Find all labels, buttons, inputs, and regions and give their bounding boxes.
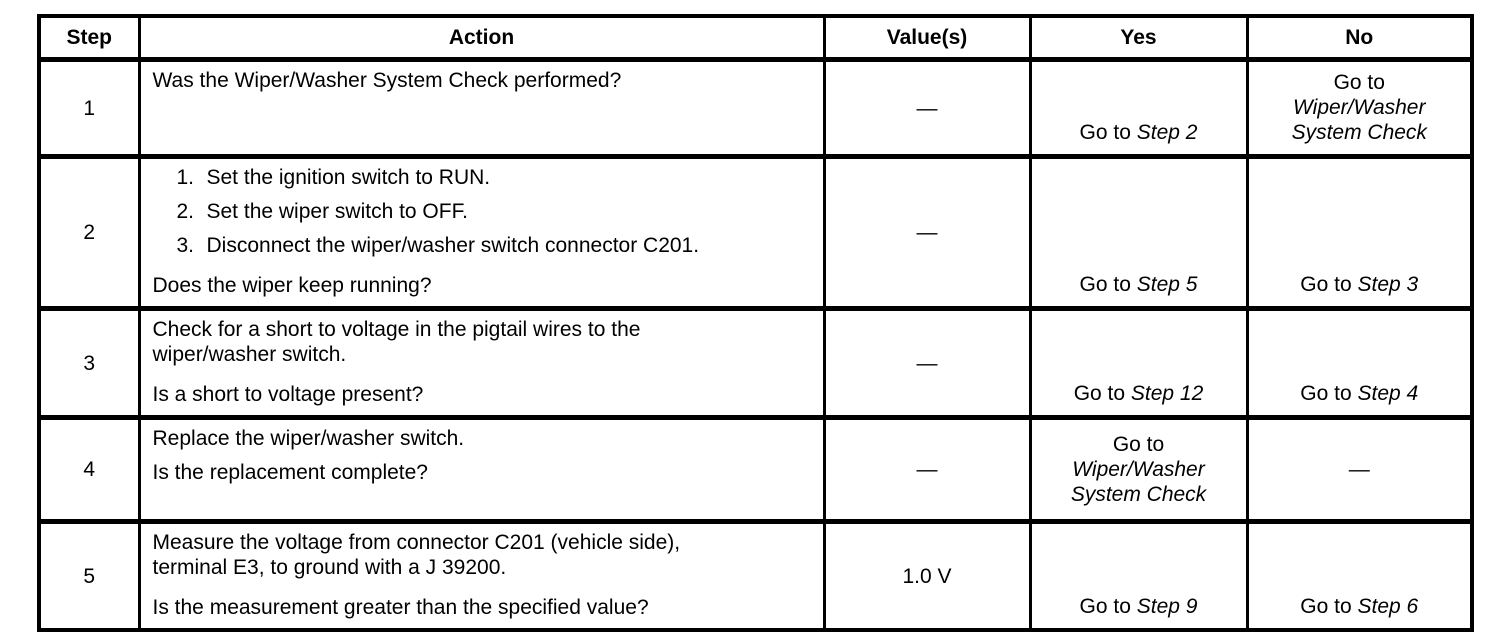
- yes-cell: Go to Wiper/Washer System Check: [1028, 415, 1249, 523]
- table-row-step-5: 5 Measure the voltage from connector C20…: [37, 519, 1474, 632]
- goto-step-reference: Go to Step 9: [1038, 594, 1240, 619]
- goto-text: Go to: [1073, 382, 1131, 405]
- action-statement: Replace the wiper/washer switch.: [152, 427, 465, 450]
- goto-text: Go to: [1079, 595, 1137, 618]
- yes-cell: Go to Step 9: [1028, 519, 1249, 632]
- value-cell: —: [822, 415, 1032, 523]
- action-cell: 1. Set the ignition switch to RUN. 2. Set …: [137, 154, 826, 310]
- goto-target-line1: Wiper/Washer: [1293, 96, 1426, 119]
- col-header-values: Value(s): [822, 14, 1032, 62]
- list-item-number: 1.: [176, 166, 195, 189]
- goto-target-line1: Wiper/Washer: [1072, 458, 1205, 481]
- action-cell: Check for a short to voltage in the pigt…: [137, 306, 826, 419]
- goto-target-line2: System Check: [1291, 121, 1427, 144]
- goto-text: Go to: [1079, 121, 1137, 144]
- step-number: 5: [37, 519, 141, 632]
- action-statement-line2: terminal E3, to ground with a J 39200.: [152, 556, 507, 579]
- action-cell: Was the Wiper/Washer System Check perfor…: [137, 57, 826, 158]
- no-cell: Go to Step 3: [1245, 154, 1474, 310]
- action-question: Does the wiper keep running?: [152, 274, 432, 297]
- action-cell: Replace the wiper/washer switch. Is the …: [137, 415, 826, 523]
- value-cell: —: [822, 306, 1032, 419]
- value-cell: —: [822, 154, 1032, 310]
- action-question: Is a short to voltage present?: [152, 383, 424, 406]
- no-cell: Go to Step 6: [1245, 519, 1474, 632]
- yes-cell: Go to Step 2: [1028, 57, 1249, 158]
- step-number: 2: [37, 154, 141, 310]
- action-question: Was the Wiper/Washer System Check perfor…: [152, 69, 622, 92]
- goto-text: Go to: [1079, 273, 1137, 296]
- table-row-step-2: 2 1. Set the ignition switch to RUN. 2. Se…: [37, 154, 1474, 310]
- step-number: 1: [37, 57, 141, 158]
- goto-text: Go to: [1300, 595, 1358, 618]
- col-header-no: No: [1245, 14, 1474, 62]
- list-item-number: 3.: [176, 234, 195, 257]
- table-row-step-1: 1 Was the Wiper/Washer System Check perf…: [37, 57, 1474, 158]
- no-cell: Go to Step 4: [1245, 306, 1474, 419]
- goto-target: Step 3: [1357, 273, 1419, 296]
- goto-step-reference: Go to Step 4: [1255, 381, 1465, 406]
- list-item-text: Set the wiper switch to OFF.: [206, 200, 468, 223]
- goto-target: Step 12: [1130, 382, 1204, 405]
- col-header-step: Step: [37, 14, 141, 62]
- goto-target: Step 6: [1357, 595, 1419, 618]
- goto-target: Step 5: [1136, 273, 1198, 296]
- header-row: Step Action Value(s) Yes No: [37, 14, 1474, 62]
- col-header-yes: Yes: [1028, 14, 1249, 62]
- goto-text: Go to: [1112, 433, 1165, 456]
- list-item-text: Disconnect the wiper/washer switch conne…: [206, 234, 700, 257]
- goto-step-reference: Go to Step 5: [1038, 272, 1240, 297]
- action-cell: Measure the voltage from connector C201 …: [137, 519, 826, 632]
- goto-target: Step 4: [1357, 382, 1419, 405]
- action-list-item: 3. Disconnect the wiper/washer switch con…: [177, 233, 811, 258]
- no-cell: —: [1245, 415, 1474, 523]
- goto-target: Step 2: [1136, 121, 1198, 144]
- table-row-step-3: 3 Check for a short to voltage in the pi…: [37, 306, 1474, 419]
- list-item-text: Set the ignition switch to RUN.: [206, 166, 491, 189]
- diagnostic-table: Step Action Value(s) Yes No 1 Was the Wi…: [37, 14, 1474, 632]
- action-statement-line2: wiper/washer switch.: [152, 343, 347, 366]
- action-list-item: 1. Set the ignition switch to RUN.: [177, 165, 811, 190]
- value-cell: 1.0 V: [822, 519, 1032, 632]
- action-question: Is the measurement greater than the spec…: [152, 596, 649, 619]
- action-list-item: 2. Set the wiper switch to OFF.: [177, 199, 811, 224]
- action-statement-line1: Measure the voltage from connector C201 …: [152, 531, 681, 554]
- goto-step-reference: Go to Step 6: [1255, 594, 1465, 619]
- yes-cell: Go to Step 5: [1028, 154, 1249, 310]
- list-item-number: 2.: [176, 200, 195, 223]
- yes-cell: Go to Step 12: [1028, 306, 1249, 419]
- goto-step-reference: Go to Step 2: [1038, 120, 1240, 145]
- goto-step-reference: Go to Step 12: [1038, 381, 1240, 406]
- goto-text: Go to: [1333, 71, 1385, 94]
- step-number: 3: [37, 306, 141, 419]
- goto-text: Go to: [1300, 382, 1358, 405]
- step-number: 4: [37, 415, 141, 523]
- no-cell: Go to Wiper/Washer System Check: [1245, 57, 1474, 158]
- table-row-step-4: 4 Replace the wiper/washer switch. Is th…: [37, 415, 1474, 523]
- goto-step-reference: Go to Step 3: [1255, 272, 1465, 297]
- goto-target: Step 9: [1136, 595, 1198, 618]
- action-statement-line1: Check for a short to voltage in the pigt…: [152, 318, 641, 341]
- goto-text: Go to: [1300, 273, 1358, 296]
- action-question: Is the replacement complete?: [152, 461, 428, 484]
- value-cell: —: [822, 57, 1032, 158]
- goto-target-line2: System Check: [1070, 483, 1207, 506]
- col-header-action: Action: [137, 14, 826, 62]
